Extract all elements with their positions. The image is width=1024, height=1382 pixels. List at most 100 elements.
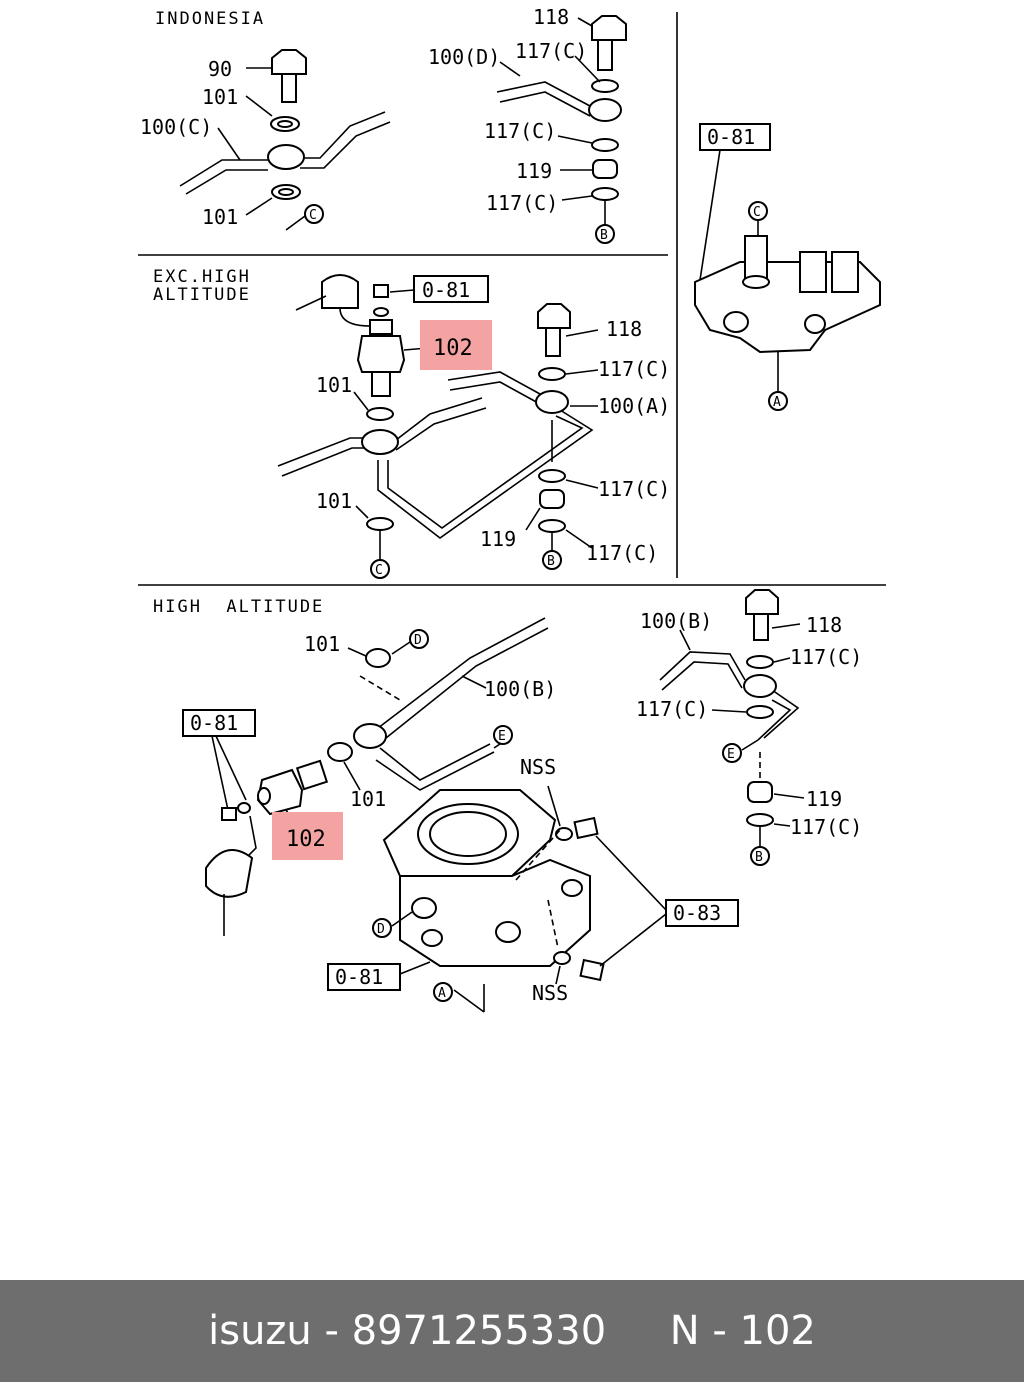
ref-box-081-ha-lower [327, 963, 401, 991]
label-117c-mid-1: 117(C) [598, 357, 670, 381]
pipe-100b-right-loop-edge [757, 699, 792, 741]
ref-box-081-ha [182, 709, 256, 737]
label-118-top: 118 [533, 5, 569, 29]
leader-101-mid-upper [353, 391, 369, 411]
throttle-port-d [411, 897, 437, 919]
washer-101-lower-hole [278, 188, 294, 196]
leader-117c-mid-3 [565, 529, 593, 549]
label-100b-right: 100(B) [640, 609, 712, 633]
connector-plug [321, 274, 359, 309]
ref-083: 0-83 [673, 901, 721, 925]
leader-117c-ha-2 [711, 709, 747, 713]
pipe-100a-right-edge [449, 381, 541, 405]
connector-wire [295, 295, 327, 311]
spacer-119-top [592, 159, 618, 179]
parts-diagram: INDONESIA EXC.HIGH ALTITUDE HIGH ALTITUD… [138, 5, 886, 1013]
label-100a: 100(A) [598, 394, 670, 418]
leader-117c-2 [557, 135, 593, 144]
marker-c-housing: C [753, 205, 761, 220]
bolt-90-head [271, 49, 307, 75]
label-117c-2: 117(C) [484, 119, 556, 143]
washer-101-ha-upper [365, 648, 391, 668]
eye-fitting-100c [267, 144, 305, 170]
section-exc-high-line2: ALTITUDE [153, 285, 251, 305]
pipe-100a-upper [395, 397, 483, 441]
pipe-100c-left [179, 159, 268, 187]
leader-117c-3 [561, 195, 593, 201]
sensor-102-thread [371, 371, 391, 397]
ref-081-mid: 0-81 [422, 278, 470, 302]
footer-gap-1 [312, 1308, 325, 1354]
throttle-port-3 [421, 929, 443, 947]
leader-118-top [577, 17, 593, 27]
section-exc-high-line1: EXC.HIGH [153, 267, 251, 287]
leader-101-mid-lower [355, 505, 369, 519]
ref-box-081-top [699, 123, 771, 151]
marker-d-circle-ha-upper [409, 629, 429, 649]
sensor-102-ha-thread [295, 759, 329, 791]
label-100d: 100(D) [428, 45, 500, 69]
throttle-bore-inner [429, 811, 507, 857]
section-high-altitude: HIGH ALTITUDE [153, 597, 324, 617]
marker-e-circle-ha [493, 725, 513, 745]
marker-a-circle-ha [433, 982, 453, 1002]
footer-separator: - [324, 1308, 339, 1354]
marker-c-mid: C [375, 563, 383, 578]
leader-083-1 [595, 835, 667, 911]
pipe-100a-loop [377, 409, 594, 539]
washer-117c-ha-3 [746, 813, 774, 827]
footer-part-number: 8971255330 [351, 1308, 607, 1354]
connector-ha-plug [205, 849, 254, 898]
marker-b-ha: B [755, 850, 763, 865]
eye-fitting-100a-right [535, 390, 569, 414]
sensor-102-terminal [369, 319, 393, 335]
marker-e-right: E [727, 747, 735, 762]
label-117c-mid-2: 117(C) [598, 477, 670, 501]
leader-119-mid [525, 507, 541, 531]
washer-117c-1 [591, 79, 619, 93]
leader-101-ha-lower [343, 761, 361, 791]
label-102-ha: 102 [286, 827, 326, 852]
sensor-102-body [356, 335, 406, 373]
label-102-mid: 102 [433, 336, 473, 361]
leader-100c [217, 127, 241, 161]
washer-101-mid-lower [366, 517, 394, 531]
leader-nss-lower [555, 965, 561, 985]
footer-gap-2 [339, 1308, 352, 1354]
sensor-102-ha-terminal [257, 787, 271, 805]
bolt-118-shank-top [597, 39, 613, 71]
nut-081 [373, 284, 389, 298]
housing-boss-3 [723, 311, 749, 333]
label-119-mid: 119 [480, 527, 516, 551]
leader-081-mid [389, 289, 415, 293]
label-101-bottom: 101 [202, 205, 238, 229]
label-119-ha: 119 [806, 787, 842, 811]
leader-e-right [741, 739, 759, 751]
leader-081-ha-2 [215, 735, 247, 801]
marker-b-circle-ha [750, 846, 770, 866]
exc-high-altitude-assembly [277, 274, 599, 560]
pipe-100b-right [659, 651, 746, 681]
bolt-118-head-top [591, 15, 627, 41]
label-117c-ha-1: 117(C) [790, 645, 862, 669]
eye-fitting-100d [588, 98, 622, 122]
label-117c-1: 117(C) [515, 39, 587, 63]
marker-b-1: B [600, 228, 608, 243]
bolt-nss-upper [573, 816, 599, 840]
connector-lead [339, 307, 371, 327]
pipe-100d-edge [499, 91, 591, 117]
ref-box-081-mid [413, 275, 489, 303]
indonesia-assembly [179, 49, 391, 231]
pipe-100b-right-edge [661, 661, 743, 691]
washer-101-mid-upper [366, 407, 394, 421]
pipe-100d-assembly [496, 15, 627, 225]
bolt-118-head-ha [745, 589, 779, 615]
bolt-118-head-mid [537, 303, 571, 329]
leader-081-top [699, 149, 721, 281]
axis-nss-upper [515, 829, 561, 881]
leader-117c-mid-2 [565, 479, 599, 489]
pipe-100b-right-loop [763, 689, 800, 739]
highlight-102-mid [420, 320, 492, 370]
washer-117c-ha-2 [746, 705, 774, 719]
label-nss-upper: NSS [520, 755, 556, 779]
